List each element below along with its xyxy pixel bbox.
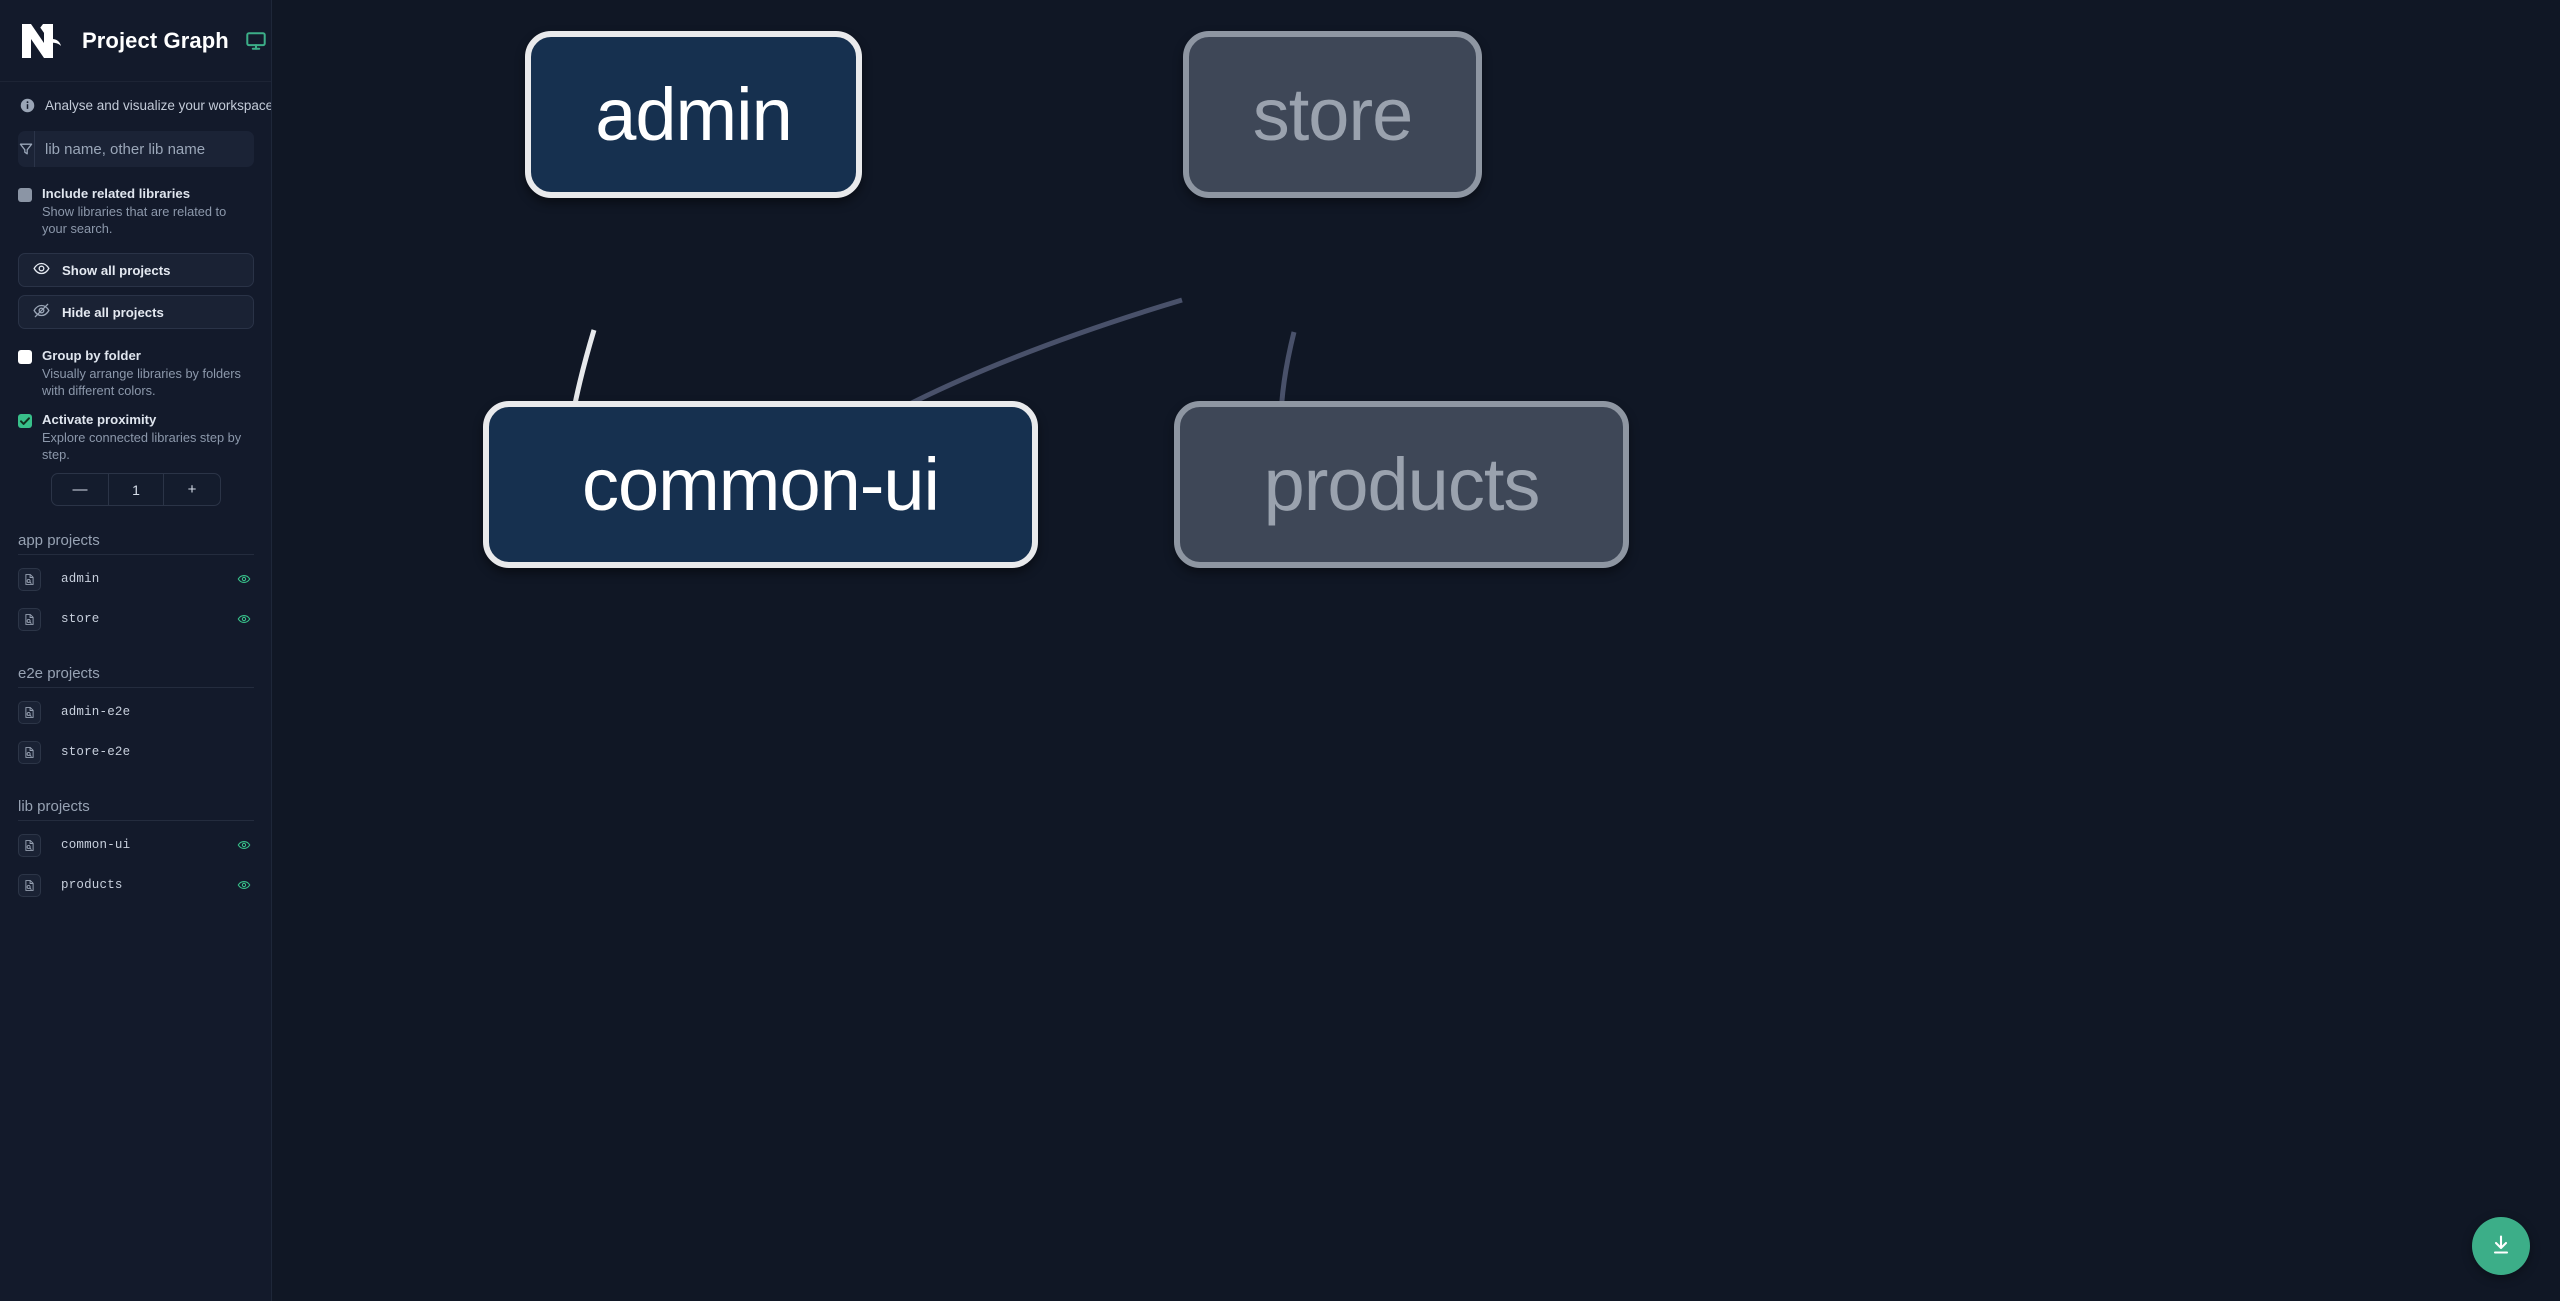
- sidebar: Project Graph Analy: [0, 0, 272, 1301]
- option-description: Visually arrange libraries by folders wi…: [42, 366, 241, 398]
- download-icon: [2489, 1233, 2513, 1260]
- eye-icon: [33, 260, 50, 280]
- search-box[interactable]: [18, 131, 254, 167]
- project-visibility-eye-icon[interactable]: [234, 572, 254, 586]
- search-input[interactable]: [35, 131, 254, 167]
- hide-all-projects-button[interactable]: Hide all projects: [18, 295, 254, 329]
- project-row-store-e2e[interactable]: store-e2e: [18, 732, 254, 772]
- project-row-store[interactable]: store: [18, 599, 254, 639]
- search-section: [0, 127, 271, 167]
- show-all-projects-label: Show all projects: [62, 262, 171, 278]
- download-graph-button[interactable]: [2472, 1217, 2530, 1275]
- graph-node-store[interactable]: store: [1183, 31, 1482, 198]
- project-group: app projects admin store: [0, 532, 271, 639]
- monitor-icon[interactable]: [245, 30, 267, 52]
- graph-node-label: store: [1252, 73, 1414, 156]
- graph-node-label: common-ui: [582, 443, 940, 526]
- project-row-admin-e2e[interactable]: admin-e2e: [18, 692, 254, 732]
- option-description: Explore connected libraries step by step…: [42, 430, 242, 462]
- graph-node-admin[interactable]: admin: [525, 31, 862, 198]
- tagline-row: Analyse and visualize your workspace.: [0, 82, 272, 127]
- project-group-title: lib projects: [18, 798, 90, 815]
- filter-funnel-icon: [18, 131, 35, 167]
- divider: [18, 687, 254, 688]
- divider: [18, 554, 254, 555]
- project-name: store-e2e: [61, 745, 131, 759]
- group-by-folder-option[interactable]: Group by folder Visually arrange librari…: [0, 329, 271, 399]
- project-file-icon: [18, 873, 41, 897]
- project-group: e2e projects admin-e2e store-e2e: [0, 665, 271, 772]
- project-row-products[interactable]: products: [18, 865, 254, 905]
- project-name: common-ui: [61, 838, 131, 852]
- graph-node-label: admin: [595, 73, 793, 156]
- activate-proximity-checkbox[interactable]: [18, 414, 32, 428]
- project-file-icon: [18, 833, 41, 857]
- sidebar-scroll-region: Project Graph Analy: [0, 0, 272, 1301]
- project-file-icon: [18, 740, 41, 764]
- project-groups: app projects admin store e2e projects ad…: [0, 532, 271, 905]
- project-visibility-eye-icon[interactable]: [234, 878, 254, 892]
- graph-node-products[interactable]: products: [1174, 401, 1629, 568]
- proximity-increment-button[interactable]: +: [164, 474, 220, 505]
- graph-node-label: products: [1263, 443, 1541, 526]
- project-graph-canvas[interactable]: admin store common-ui products: [272, 0, 2560, 1301]
- include-related-libraries-option[interactable]: Include related libraries Show libraries…: [0, 167, 271, 237]
- project-group: lib projects common-ui products: [0, 798, 271, 905]
- project-name: store: [61, 612, 100, 626]
- option-label: Activate proximity: [42, 412, 157, 427]
- proximity-value: 1: [108, 474, 164, 505]
- bulk-visibility-buttons: Show all projects Hide all projects: [0, 237, 271, 329]
- option-label: Include related libraries: [42, 186, 191, 201]
- option-label: Group by folder: [42, 348, 141, 363]
- divider: [18, 820, 254, 821]
- project-file-icon: [18, 700, 41, 724]
- project-row-admin[interactable]: admin: [18, 559, 254, 599]
- info-icon: [20, 98, 35, 113]
- page-title: Project Graph: [82, 27, 229, 53]
- show-all-projects-button[interactable]: Show all projects: [18, 253, 254, 287]
- project-name: admin-e2e: [61, 705, 131, 719]
- group-by-folder-checkbox[interactable]: [18, 350, 32, 364]
- option-description: Show libraries that are related to your …: [42, 204, 227, 236]
- hide-all-projects-label: Hide all projects: [62, 304, 164, 320]
- nx-logo-icon: [18, 18, 66, 64]
- project-name: products: [61, 878, 123, 892]
- project-file-icon: [18, 567, 41, 591]
- sidebar-header: Project Graph: [0, 0, 271, 82]
- proximity-decrement-button[interactable]: —: [52, 474, 108, 505]
- tagline-text: Analyse and visualize your workspace.: [45, 98, 272, 113]
- project-name: admin: [61, 572, 100, 586]
- project-visibility-eye-icon[interactable]: [234, 612, 254, 626]
- project-visibility-eye-icon[interactable]: [234, 838, 254, 852]
- include-related-libraries-checkbox[interactable]: [18, 188, 32, 202]
- project-group-title: e2e projects: [18, 665, 100, 682]
- activate-proximity-option[interactable]: Activate proximity Explore connected lib…: [0, 399, 271, 506]
- project-row-common-ui[interactable]: common-ui: [18, 825, 254, 865]
- graph-node-common-ui[interactable]: common-ui: [483, 401, 1038, 568]
- proximity-stepper: — 1 +: [18, 463, 254, 506]
- eye-off-icon: [33, 302, 50, 322]
- project-file-icon: [18, 607, 41, 631]
- project-group-title: app projects: [18, 532, 100, 549]
